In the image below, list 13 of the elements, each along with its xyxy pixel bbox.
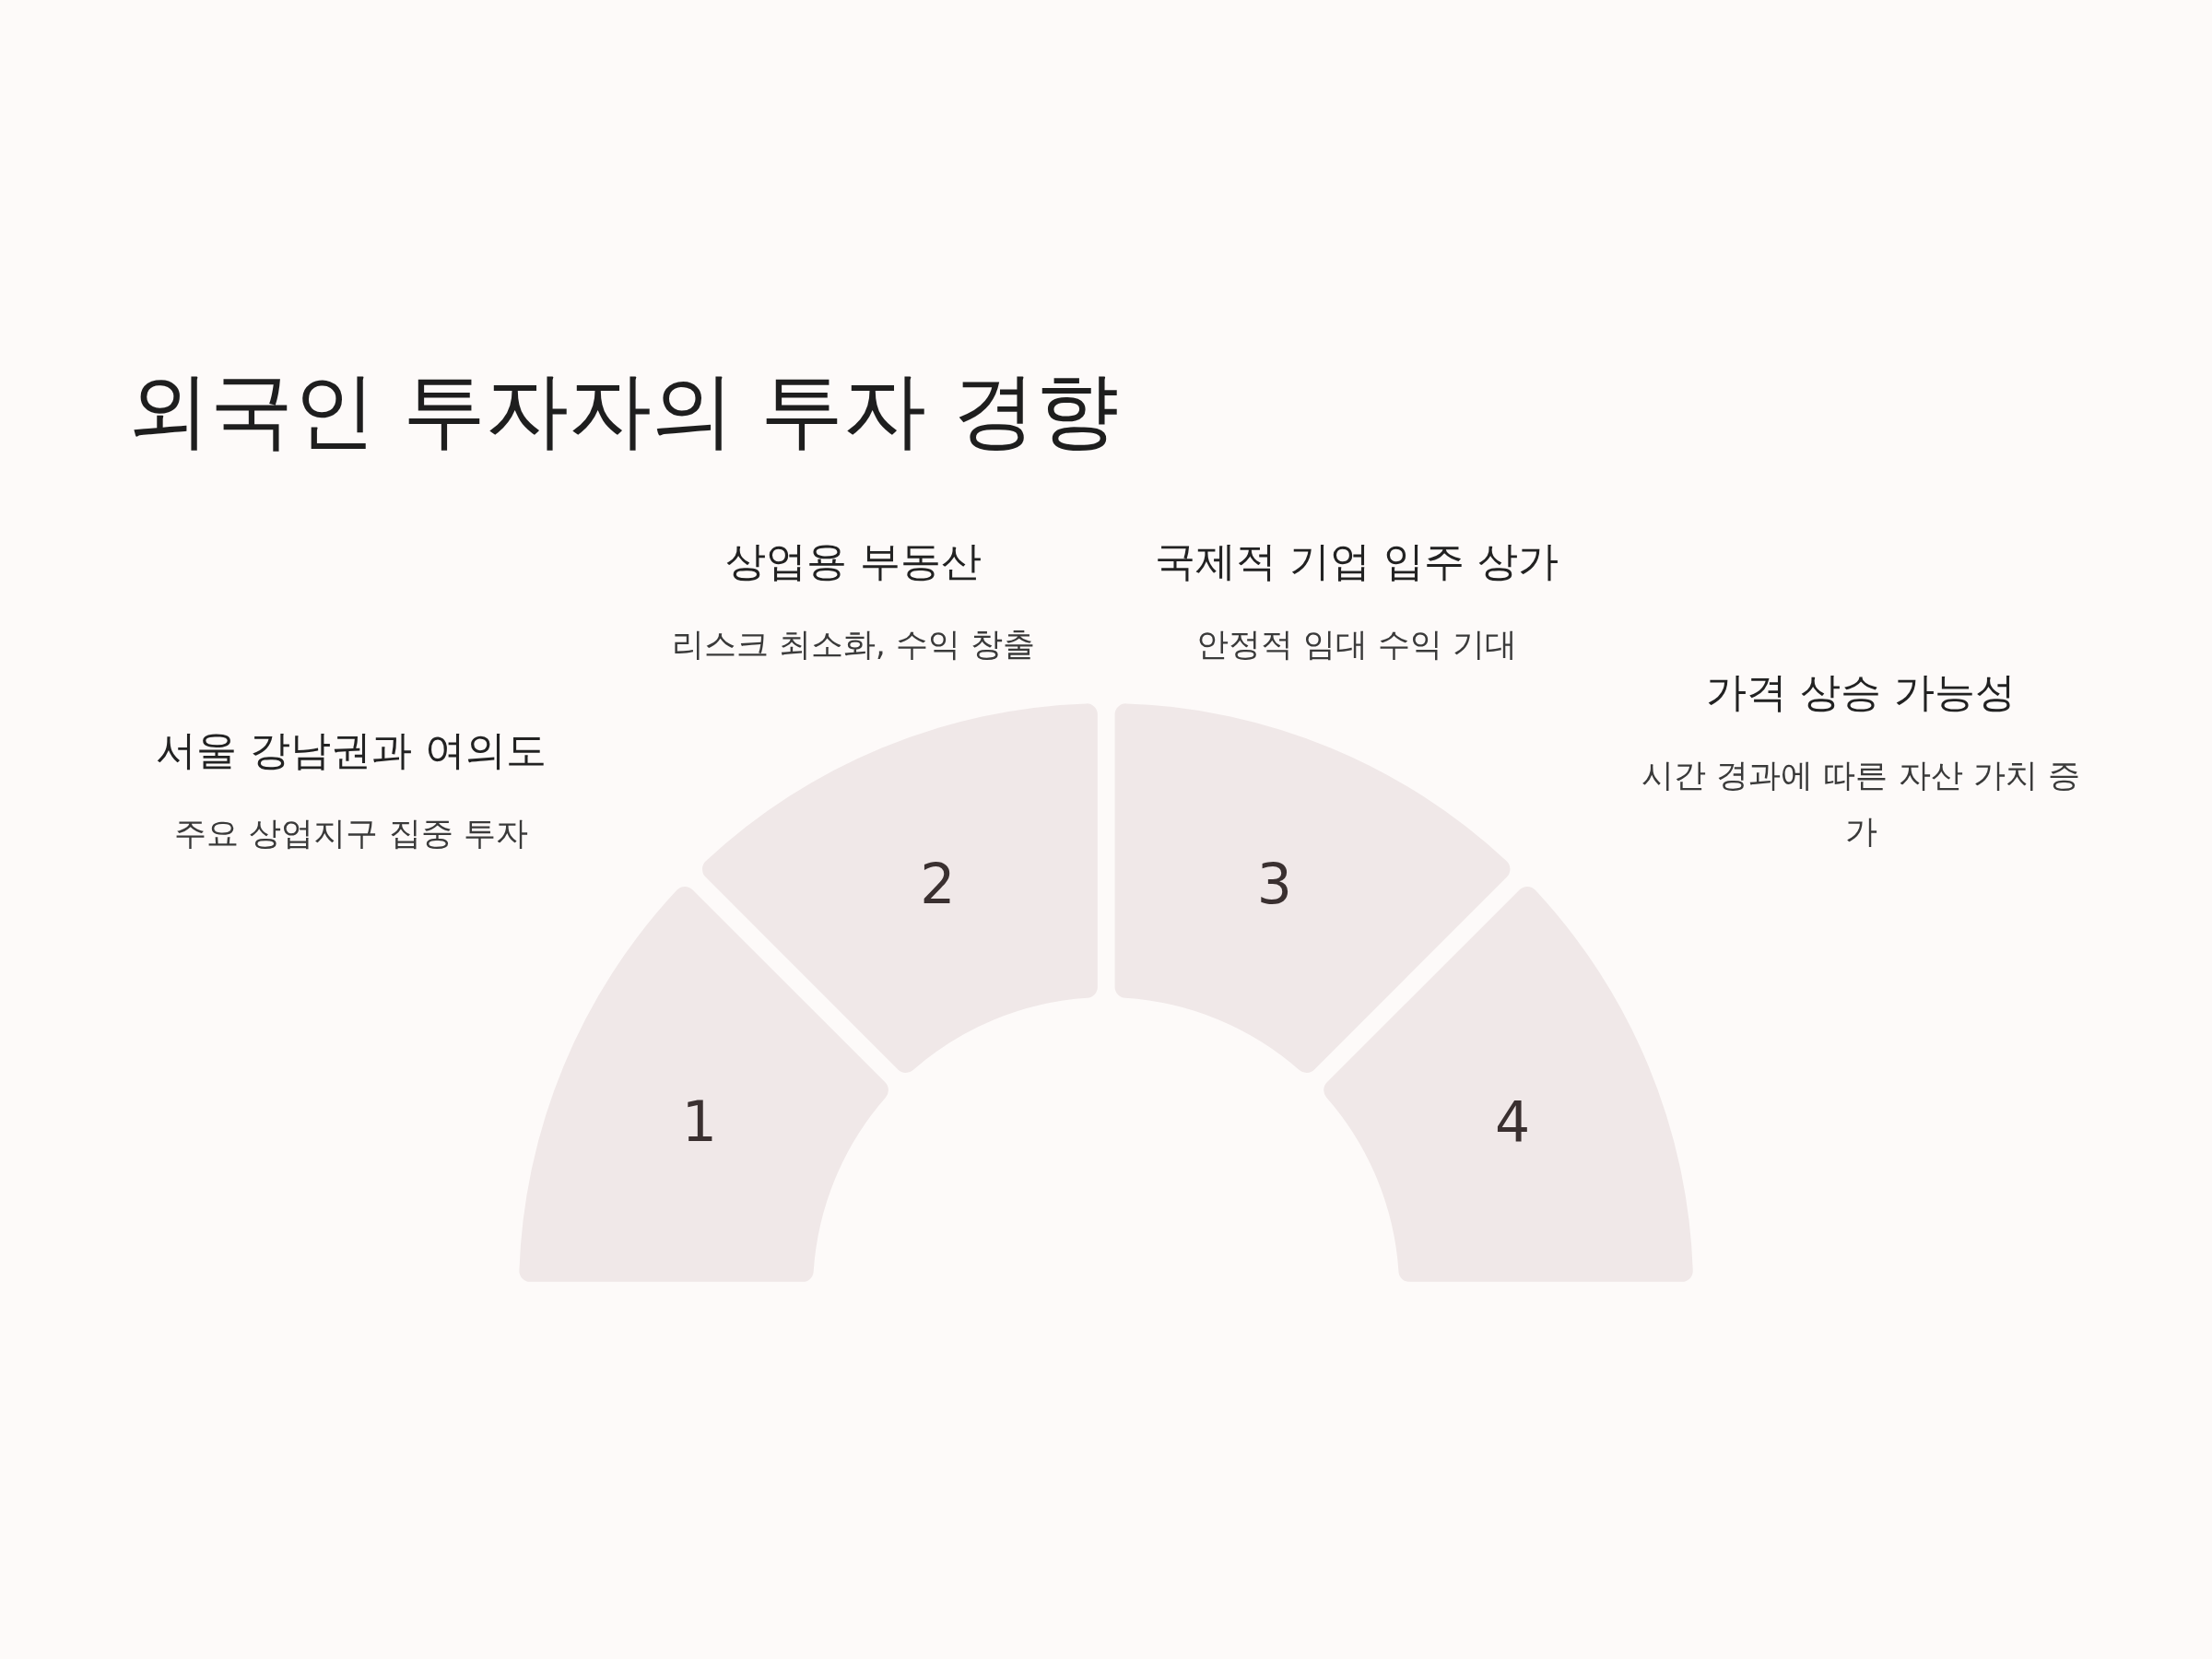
segment-heading: 서울 강남권과 여의도	[155, 725, 547, 775]
segment-description: 리스크 최소화, 수익 창출	[670, 625, 1037, 665]
diagram-title: 외국인 투자자의 투자 경향	[127, 360, 1119, 460]
segment-number: 3	[1256, 855, 1292, 912]
segment-number: 2	[920, 855, 956, 912]
segment-heading: 국제적 기업 입주 상가	[1154, 536, 1559, 586]
segment-description: 안정적 임대 수익 기대	[1194, 625, 1519, 665]
segment-description: 시간 경과에 따른 자산 가치 증가	[1641, 756, 2081, 853]
segment-heading: 가격 상승 가능성	[1705, 667, 2017, 717]
segment-heading: 상업용 부동산	[724, 536, 982, 586]
segment-number: 1	[681, 1094, 717, 1150]
segment-description: 주요 상업지구 집중 투자	[173, 814, 529, 853]
segment-number: 4	[1495, 1094, 1531, 1150]
